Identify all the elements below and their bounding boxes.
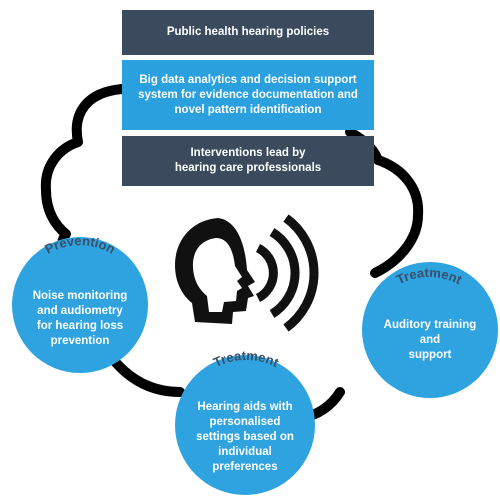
prevention-line: prevention xyxy=(50,335,110,347)
prevention-title: Prevention xyxy=(42,233,117,257)
treatment-bottom-line: settings based on xyxy=(196,431,294,443)
head-with-sound-waves-icon xyxy=(175,214,319,332)
treatment-right-line: support xyxy=(408,349,452,361)
treatment-bottom-title: Treatment xyxy=(211,348,282,371)
analytics-line-2: system for evidence documentation and xyxy=(138,88,358,101)
prevention-text: Noise monitoring and audiometry for hear… xyxy=(12,289,148,349)
treatment-right-line: and xyxy=(419,334,441,346)
cloud-outline xyxy=(40,84,424,423)
analytics-line-3: novel pattern identification xyxy=(174,103,322,116)
prevention-line: and audiometry xyxy=(37,305,123,317)
treatment-right-title: Treatment xyxy=(394,265,465,288)
treatment-right-line: Auditory training xyxy=(383,319,477,331)
svg-text:Prevention: Prevention xyxy=(42,233,117,257)
prevention-line: Noise monitoring xyxy=(32,290,128,302)
interventions-banner: Interventions lead by hearing care profe… xyxy=(122,136,374,186)
prevention-line: for hearing loss xyxy=(36,320,124,332)
treatment-right-text: Auditory training and support xyxy=(366,318,494,363)
treatment-bottom-circle xyxy=(175,355,315,495)
prevention-circle xyxy=(12,237,148,373)
treatment-bottom-line: Hearing aids with xyxy=(197,401,293,413)
interventions-line-2: hearing care professionals xyxy=(174,162,322,174)
svg-text:Treatment: Treatment xyxy=(394,265,465,288)
interventions-line-1: Interventions lead by xyxy=(190,147,306,159)
svg-text:Treatment: Treatment xyxy=(211,348,282,371)
policy-banner-text: Public health hearing policies xyxy=(166,26,330,38)
analytics-banner: Big data analytics and decision support … xyxy=(122,60,374,130)
policy-banner: Public health hearing policies xyxy=(122,10,374,55)
treatment-bottom-line: individual xyxy=(218,446,272,458)
treatment-bottom-line: personalised xyxy=(209,416,281,428)
treatment-bottom-line: preferences xyxy=(212,461,278,473)
treatment-bottom-text: Hearing aids with personalised settings … xyxy=(175,400,315,475)
treatment-right-circle xyxy=(362,262,498,398)
analytics-line-1: Big data analytics and decision support xyxy=(139,73,357,86)
